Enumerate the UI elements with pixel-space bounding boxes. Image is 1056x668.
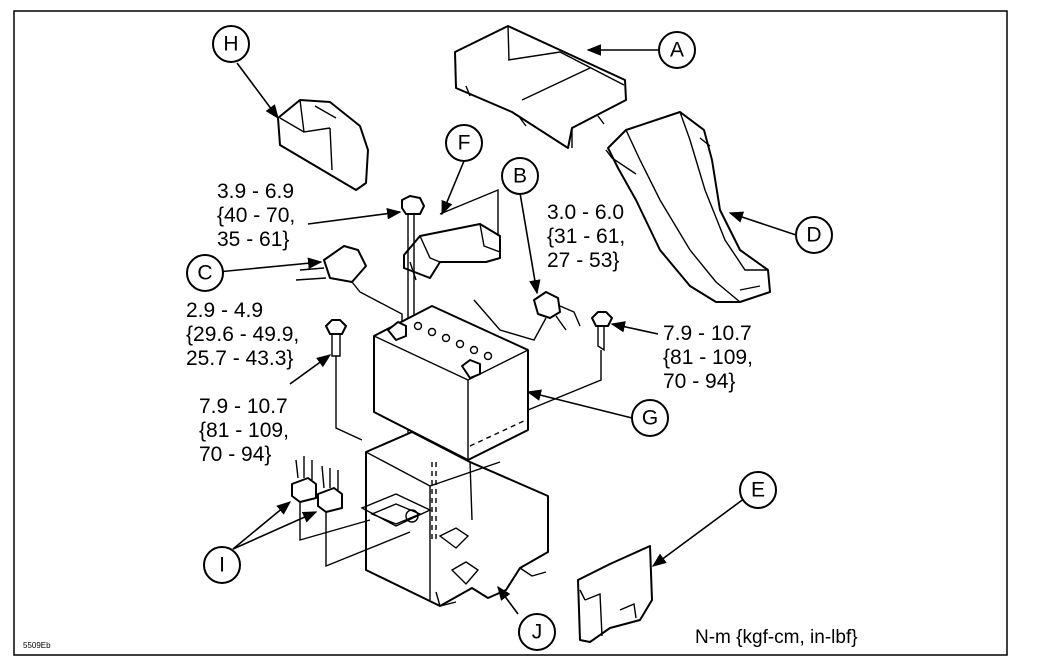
torque-spec-terminal-b: 3.0 - 6.0 {31 - 61, 27 - 53} <box>547 201 625 272</box>
svg-text:2.9 - 4.9: 2.9 - 4.9 <box>186 299 263 322</box>
terminal-connector-c <box>295 245 403 332</box>
svg-text:H: H <box>223 33 238 56</box>
svg-text:27 - 53}: 27 - 53} <box>547 249 619 272</box>
svg-text:{81 - 109,: {81 - 109, <box>199 419 289 442</box>
svg-text:70 - 94}: 70 - 94} <box>199 443 271 466</box>
svg-text:7.9 - 10.7: 7.9 - 10.7 <box>663 322 752 345</box>
svg-text:F: F <box>458 132 471 155</box>
torque-spec-bolt-left: 7.9 - 10.7 {81 - 109, 70 - 94} <box>199 395 289 466</box>
svg-text:A: A <box>670 39 684 62</box>
bolt-right <box>527 311 613 411</box>
svg-text:35 - 61}: 35 - 61} <box>217 228 289 251</box>
svg-text:3.9 - 6.9: 3.9 - 6.9 <box>217 180 294 203</box>
svg-text:J: J <box>532 621 543 644</box>
svg-text:70 - 94}: 70 - 94} <box>663 370 735 393</box>
connectors-i <box>291 456 411 568</box>
battery-g <box>373 305 529 461</box>
svg-text:3.0 - 6.0: 3.0 - 6.0 <box>547 201 624 224</box>
torque-spec-bolt-right: 7.9 - 10.7 {81 - 109, 70 - 94} <box>663 322 753 393</box>
svg-text:I: I <box>219 554 225 577</box>
callout-g: G <box>631 399 669 437</box>
air-duct-d <box>605 111 771 303</box>
svg-text:E: E <box>751 479 765 502</box>
svg-text:C: C <box>197 262 212 285</box>
callout-j: J <box>518 613 556 651</box>
callout-i: I <box>203 546 241 584</box>
callout-h: H <box>212 25 250 63</box>
figure-code: 5509Eb <box>23 641 51 650</box>
svg-text:7.9 - 10.7: 7.9 - 10.7 <box>199 395 288 418</box>
svg-text:D: D <box>806 224 821 247</box>
torque-spec-nut-f: 3.9 - 6.9 {40 - 70, 35 - 61} <box>217 180 295 251</box>
svg-text:{31 - 61,: {31 - 61, <box>547 225 625 248</box>
figure-frame <box>13 10 1008 656</box>
svg-text:25.7 - 43.3}: 25.7 - 43.3} <box>186 347 293 370</box>
torque-spec-terminal-c: 2.9 - 4.9 {29.6 - 49.9, 25.7 - 43.3} <box>186 299 299 370</box>
callout-a: A <box>658 31 696 69</box>
terminal-clamp-b <box>473 291 581 341</box>
callout-b: B <box>501 157 539 195</box>
callout-e: E <box>739 471 777 509</box>
units-label: N-m {kgf-cm, in-lbf} <box>695 627 858 648</box>
battery-tray-j <box>360 431 549 607</box>
battery-cover-a <box>454 25 627 149</box>
svg-text:{81 - 109,: {81 - 109, <box>663 346 753 369</box>
svg-text:{29.6 - 49.9,: {29.6 - 49.9, <box>186 323 299 346</box>
callout-c: C <box>186 254 224 292</box>
svg-text:B: B <box>513 165 527 188</box>
leader-lines <box>206 44 797 615</box>
svg-text:{40 - 70,: {40 - 70, <box>217 204 295 227</box>
callout-d: D <box>795 216 833 254</box>
callout-f: F <box>445 124 483 162</box>
svg-text:G: G <box>642 407 658 430</box>
bolt-left <box>325 319 363 441</box>
terminal-cover-h <box>277 99 369 191</box>
bracket-e <box>577 545 653 643</box>
